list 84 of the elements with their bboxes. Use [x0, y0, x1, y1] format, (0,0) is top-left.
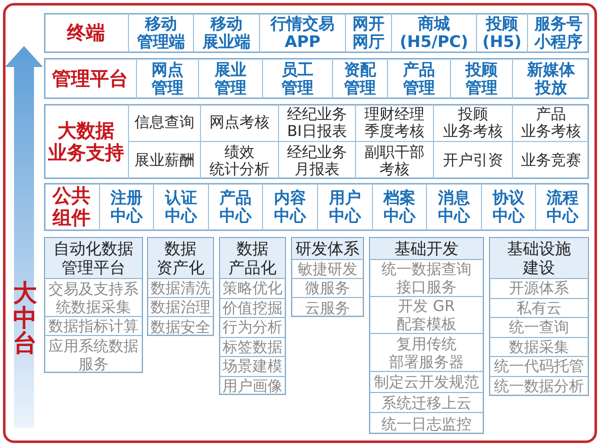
module-cell: 展业管理 [198, 58, 262, 99]
module-cell: 网点管理 [136, 58, 198, 99]
layer-band [44, 183, 589, 231]
module-cell: 投顾管理 [450, 58, 512, 99]
list-item: 统一数据分析 [489, 376, 589, 396]
list-item: 统一日志监控 [369, 412, 484, 434]
list-item: 交易及支持系统数据采集 [44, 278, 143, 316]
list-item: 标签数据 [219, 336, 286, 356]
list-item: 数据清洗 [147, 278, 214, 297]
module-cell: 经纪业务月报表 [278, 142, 355, 179]
module-cell: 理财经理季度考核 [355, 104, 433, 142]
column-header: 基础设施建设 [490, 238, 588, 278]
layer-heading: 大数据业务支持 [48, 120, 124, 164]
list-item: 复用传统部署服务器 [369, 333, 484, 371]
column-header: 基础开发 [370, 238, 483, 259]
module-cell: 产品中心 [208, 183, 262, 231]
module-cell: 副职干部考核 [355, 142, 433, 179]
list-item: 数据治理 [147, 297, 214, 316]
column-header: 自动化数据管理平台 [45, 238, 142, 278]
list-item: 敏捷研发 [291, 259, 364, 278]
list-item: 制定云开发规范 [369, 371, 484, 392]
list-item: 统一查询 [489, 317, 589, 336]
vertical-title: 大中台 [12, 281, 38, 356]
list-item: 微服务 [291, 278, 364, 297]
column-header: 研发体系 [292, 238, 363, 259]
layer-heading: 公共组件 [52, 185, 90, 229]
list-item: 应用系统数据服务 [44, 335, 143, 373]
module-cell: 行情交易APP [259, 13, 345, 53]
module-cell: 消息中心 [426, 183, 481, 231]
layer-band [44, 13, 589, 53]
module-cell: 业务竞赛 [512, 142, 589, 179]
list-item: 统一代码托管 [489, 356, 589, 376]
layer-band [44, 104, 589, 179]
module-cell: 档案中心 [372, 183, 426, 231]
column-panel [489, 237, 589, 396]
list-item: 场景建模 [219, 356, 286, 376]
module-cell: 信息查询 [128, 104, 200, 142]
layer-heading: 管理平台 [52, 68, 128, 90]
column-panel [147, 237, 214, 336]
module-cell: 绩效统计分析 [200, 142, 278, 179]
module-cell: 内容中心 [262, 183, 317, 231]
list-item: 私有云 [489, 298, 589, 317]
module-cell: 服务号小程序 [527, 13, 589, 53]
list-item: 用户画像 [219, 376, 286, 395]
list-item: 数据采集 [489, 336, 589, 356]
module-cell: 员工管理 [262, 58, 332, 99]
list-item: 行为分析 [219, 317, 286, 336]
module-cell: 商城(H5/PC) [391, 13, 476, 53]
module-cell: 投顾(H5) [476, 13, 527, 53]
module-cell: 认证中心 [153, 183, 208, 231]
layer-band [44, 58, 589, 99]
list-item: 系统迁移上云 [369, 392, 484, 412]
list-item: 开发 GR配套模板 [369, 296, 484, 333]
module-cell: 注册中心 [99, 183, 153, 231]
column-panel [291, 237, 364, 317]
module-cell: 产品管理 [387, 58, 450, 99]
module-cell: 网开网厅 [345, 13, 391, 53]
list-item: 价值挖掘 [219, 298, 286, 317]
module-cell: 网点考核 [200, 104, 278, 142]
column-panel [44, 237, 143, 373]
module-cell: 产品业务考核 [512, 104, 589, 142]
list-item: 数据指标计算 [44, 316, 143, 335]
list-item: 开源体系 [489, 278, 589, 298]
column-header: 数据产品化 [220, 238, 285, 278]
column-panel [219, 237, 286, 395]
module-cell: 投顾业务考核 [433, 104, 512, 142]
module-cell: 经纪业务BI日报表 [278, 104, 355, 142]
list-item: 策略优化 [219, 278, 286, 298]
column-header: 数据资产化 [148, 238, 213, 278]
column-panel [369, 237, 484, 434]
module-cell: 流程中心 [535, 183, 589, 231]
list-item: 统一数据查询接口服务 [369, 259, 484, 296]
module-cell: 协议中心 [481, 183, 535, 231]
module-cell: 展业薪酬 [128, 142, 200, 179]
outer-frame [3, 3, 597, 443]
list-item: 云服务 [291, 297, 364, 317]
module-cell: 移动管理端 [128, 13, 193, 53]
list-item: 数据安全 [147, 316, 214, 336]
module-cell: 开户引资 [433, 142, 512, 179]
module-cell: 资配管理 [332, 58, 387, 99]
module-cell: 新媒体投放 [512, 58, 589, 99]
layer-heading: 终端 [67, 22, 105, 44]
module-cell: 用户中心 [317, 183, 372, 231]
module-cell: 移动展业端 [193, 13, 259, 53]
